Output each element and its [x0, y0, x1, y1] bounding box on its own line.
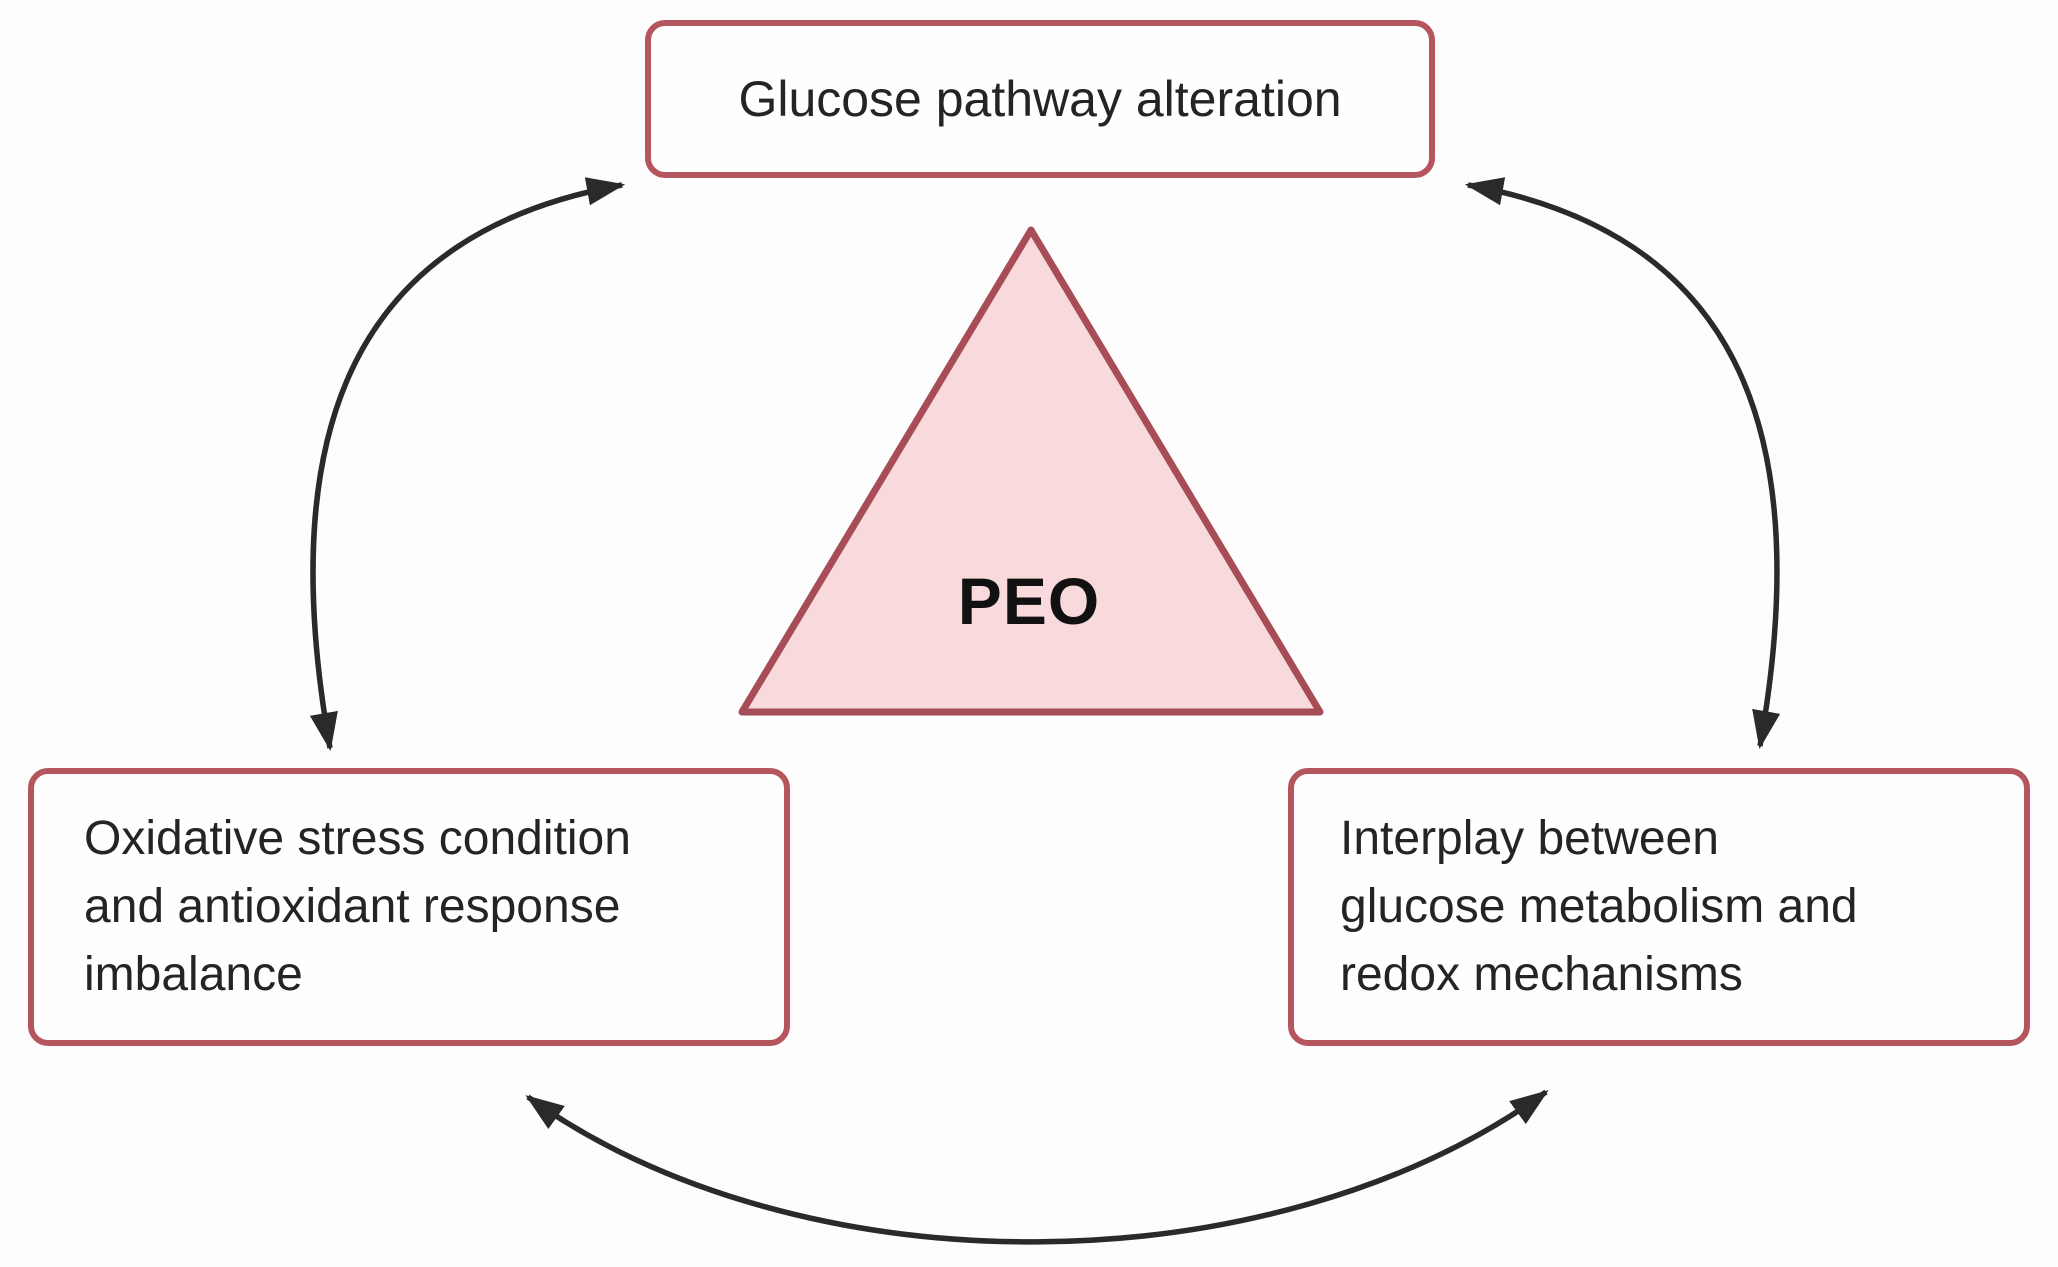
- node-oxidative-stress-line2: and antioxidant response: [84, 880, 621, 933]
- node-interplay: Interplay between glucose metabolism and…: [1288, 768, 2030, 1046]
- node-glucose-pathway-label: Glucose pathway alteration: [738, 71, 1342, 127]
- node-oxidative-stress-line3: imbalance: [84, 948, 303, 1001]
- node-oxidative-stress: Oxidative stress condition and antioxida…: [28, 768, 790, 1046]
- arrow-left-to-right: [525, 1089, 1549, 1245]
- arrow-top-to-right: [1464, 177, 1781, 750]
- node-glucose-pathway: Glucose pathway alteration: [645, 20, 1435, 178]
- node-oxidative-stress-line1: Oxidative stress condition: [84, 812, 631, 865]
- peo-triangle: [738, 226, 1324, 716]
- arrow-top-to-left: [309, 177, 626, 752]
- node-interplay-line3: redox mechanisms: [1340, 948, 1743, 1001]
- node-interplay-line2: glucose metabolism and: [1340, 880, 1858, 933]
- triangle-label-peo: PEO: [957, 564, 1101, 638]
- node-interplay-line1: Interplay between: [1340, 812, 1719, 865]
